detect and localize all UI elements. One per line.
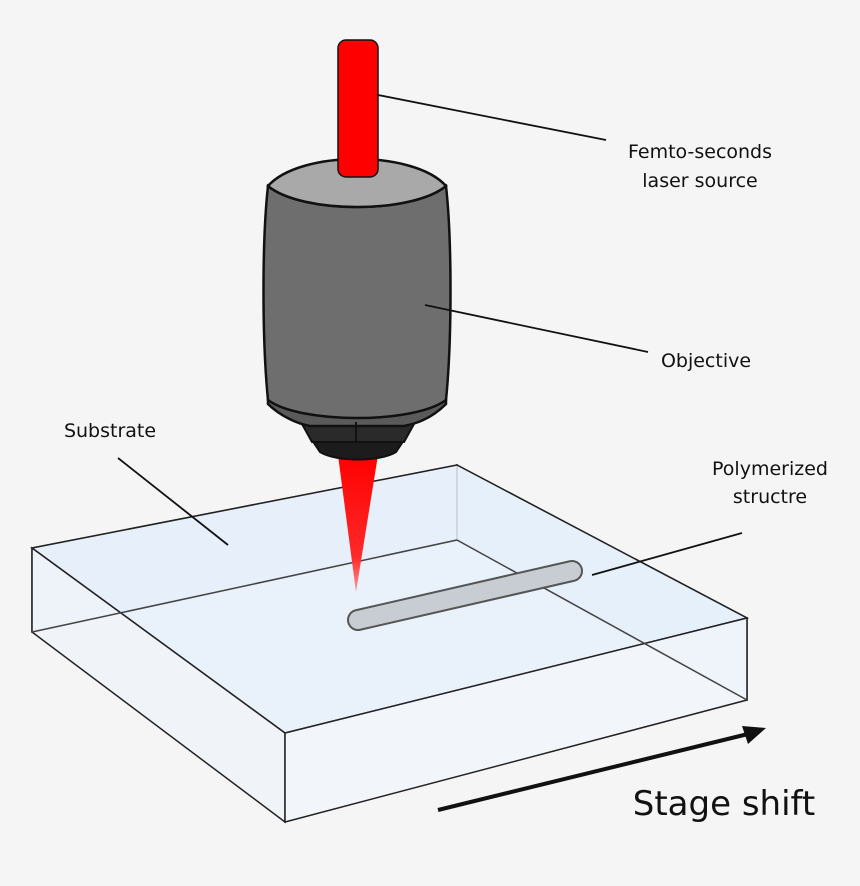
label-polymer-line2: structre <box>733 486 807 508</box>
substrate-slab <box>30 463 750 824</box>
label-stage-shift: Stage shift <box>633 784 815 824</box>
objective-lens <box>262 157 452 461</box>
arrow-head <box>742 726 766 744</box>
substrate-hidden-edge <box>31 539 458 633</box>
laser-leader-line <box>377 94 607 141</box>
objective-leader-line <box>424 304 649 353</box>
objective-tip <box>310 439 406 461</box>
label-laser-line2: laser source <box>642 170 757 192</box>
laser-source-beam <box>337 39 379 178</box>
substrate-leader-line <box>117 457 229 546</box>
label-objective: Objective <box>661 350 751 372</box>
substrate-hidden-edge <box>456 539 748 701</box>
polymerized-rod <box>347 560 583 631</box>
label-polymer-line1: Polymerized <box>712 458 828 480</box>
stage-shift-arrow <box>437 726 766 812</box>
objective-body <box>262 183 452 420</box>
objective-top-cap <box>266 157 448 209</box>
focused-laser-beam <box>338 455 378 592</box>
label-substrate: Substrate <box>64 420 156 442</box>
polymer-leader-line <box>591 532 743 576</box>
label-laser-line1: Femto-seconds <box>628 141 772 163</box>
